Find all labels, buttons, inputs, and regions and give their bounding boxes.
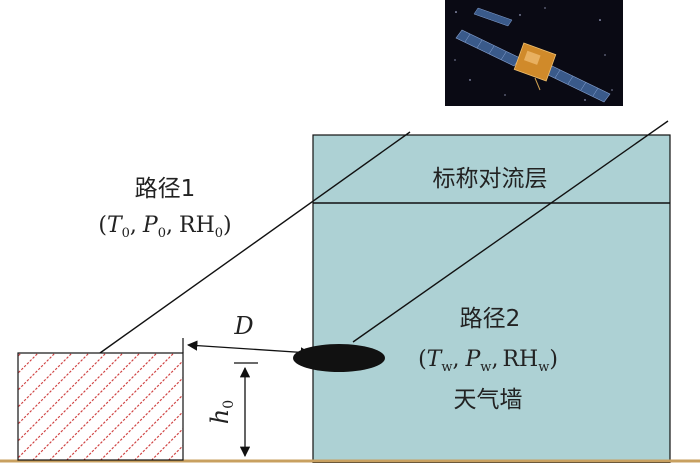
receiver-ellipse [293, 344, 385, 372]
path2-title: 路径2 [460, 306, 521, 332]
height-label: h0 [206, 400, 237, 424]
path1-title: 路径1 [135, 176, 196, 202]
svg-text:h0: h0 [206, 400, 237, 424]
path2-ray [352, 120, 669, 343]
path2-params: (Tw,Pw,RHw) [418, 347, 558, 375]
weather-wall [312, 134, 671, 463]
path1-ray [99, 131, 411, 354]
distance-label: D [233, 312, 253, 340]
solar-panel-left [455, 29, 521, 67]
solar-panel-top [473, 7, 513, 27]
distance-arrow [186, 340, 312, 358]
troposphere-label: 标称对流层 [433, 166, 548, 192]
path1-params: (T0,P0,RH0) [98, 213, 231, 241]
weather-wall-label: 天气墙 [454, 387, 523, 413]
satellite-image [445, 0, 623, 106]
hatched-building [17, 352, 184, 461]
star-field [454, 7, 613, 101]
satellite-icon [455, 7, 611, 103]
